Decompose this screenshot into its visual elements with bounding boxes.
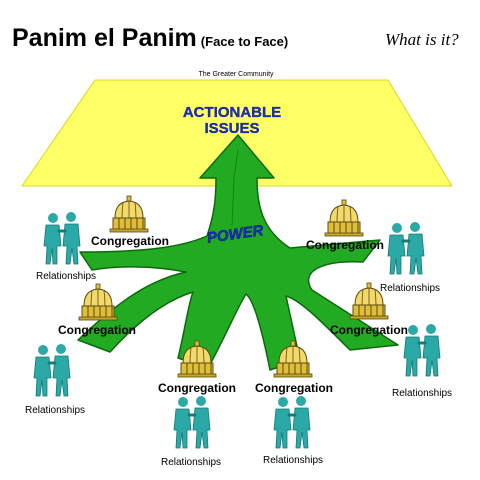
congregation-dome-icon — [324, 199, 364, 237]
relationships-label: Relationships — [36, 271, 96, 282]
people-handshake-icon — [42, 210, 82, 266]
arrow-highlight — [231, 149, 239, 227]
congregation-dome-icon — [78, 283, 118, 321]
relationships-label: Relationships — [392, 388, 452, 399]
congregation-dome-icon — [109, 195, 149, 233]
relationships-label: Relationships — [263, 455, 323, 466]
relationships-label: Relationships — [161, 457, 221, 468]
title-subtitle: (Face to Face) — [200, 34, 289, 49]
congregation-label: Congregation — [158, 381, 236, 395]
congregation-label: Congregation — [58, 323, 136, 337]
congregation-label: Congregation — [330, 323, 408, 337]
issues-label-line2: ISSUES — [204, 120, 259, 137]
people-handshake-icon — [172, 394, 212, 450]
question-label: What is it? — [385, 30, 459, 49]
people-handshake-icon — [402, 322, 442, 378]
community-label: The Greater Community — [198, 71, 274, 78]
page-title: Panim el Panim(Face to Face) — [12, 24, 288, 53]
people-handshake-icon — [272, 394, 312, 450]
people-handshake-icon — [32, 342, 72, 398]
congregation-label: Congregation — [91, 234, 169, 248]
congregation-label: Congregation — [255, 381, 333, 395]
congregation-label: Congregation — [306, 238, 384, 252]
people-handshake-icon — [386, 220, 426, 276]
issues-label-line1: ACTIONABLE — [183, 104, 281, 121]
relationships-label: Relationships — [380, 283, 440, 294]
power-arrow — [77, 134, 399, 371]
relationships-label: Relationships — [25, 405, 85, 416]
greater-community-area — [21, 79, 453, 187]
title-main: Panim el Panim — [12, 24, 197, 52]
